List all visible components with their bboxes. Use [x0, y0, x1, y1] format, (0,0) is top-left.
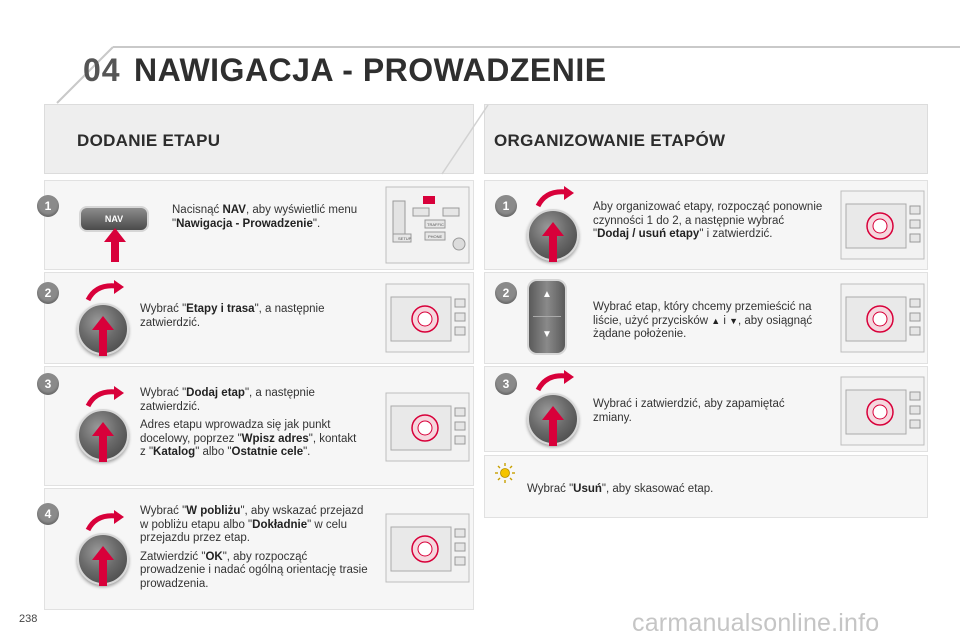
right-step-1-number: 1 [495, 195, 517, 217]
left-step-3-text: Wybrać "Dodaj etap", a następnie zatwier… [140, 387, 357, 458]
right-section-title: ORGANIZOWANIE ETAPÓW [494, 131, 726, 150]
left-step-1-number: 1 [37, 195, 59, 217]
up-arrow-icon: ▲ [711, 315, 721, 326]
section-divider-diagonal [441, 104, 489, 175]
press-arrow-icon [542, 222, 564, 262]
left-step-4-number: 4 [37, 503, 59, 525]
left-step-4-text: Wybrać "W pobliżu", aby wskazać przejazd… [140, 505, 368, 590]
left-step-2-number: 2 [37, 282, 59, 304]
tip-lightbulb-icon [495, 463, 515, 483]
right-step-2-number: 2 [495, 282, 517, 304]
header-rule-top [113, 46, 960, 48]
left-step-2-text: Wybrać "Etapy i trasa", a następnie zatw… [140, 303, 325, 329]
radio-setup-label: SETUP [398, 236, 412, 241]
up-down-buttons[interactable]: ▲ ▼ [527, 279, 567, 355]
radio-panel-illustration [385, 513, 470, 583]
rotate-arrow-icon [535, 186, 574, 208]
radio-traffic-label: TRAFFIC [427, 222, 444, 227]
right-tip-box [484, 455, 928, 518]
up-arrow-icon[interactable]: ▲ [542, 289, 552, 300]
rotate-arrow-icon [85, 386, 124, 408]
press-arrow-icon [92, 422, 114, 462]
press-arrow-icon [92, 546, 114, 586]
right-step-3-number: 3 [495, 373, 517, 395]
left-section-header [44, 104, 474, 174]
right-section-header [484, 104, 928, 174]
nav-button[interactable]: NAV [79, 206, 149, 232]
right-step-1-text: Aby organizować etapy, rozpocząć ponowni… [593, 201, 823, 240]
right-tip-text: Wybrać "Usuń", aby skasować etap. [527, 483, 714, 495]
left-section-title: DODANIE ETAPU [77, 131, 221, 150]
rotate-arrow-icon [535, 370, 574, 392]
rotate-arrow-icon [85, 280, 124, 302]
radio-panel-illustration: SETUP TRAFFIC PHONE [385, 186, 470, 264]
radio-panel-illustration [385, 283, 470, 353]
press-arrow-icon [104, 228, 126, 262]
right-step-2-text: Wybrać etap, który chcemy przemieścić na… [593, 301, 813, 340]
left-step-1-text: Nacisnąć NAV, aby wyświetlić menu "Nawig… [172, 204, 358, 230]
down-arrow-icon[interactable]: ▼ [542, 329, 552, 340]
press-arrow-icon [542, 406, 564, 446]
chapter-title: NAWIGACJA - PROWADZENIE [134, 52, 607, 88]
press-arrow-icon [92, 316, 114, 356]
rotate-arrow-icon [85, 510, 124, 532]
watermark: carmanualsonline.info [632, 609, 880, 637]
right-step-3-text: Wybrać i zatwierdzić, aby zapamiętać zmi… [593, 398, 785, 424]
radio-panel-illustration [840, 190, 925, 260]
radio-panel-illustration [840, 376, 925, 446]
left-step-3-number: 3 [37, 373, 59, 395]
page-number: 238 [19, 613, 38, 625]
header-rule-diagonal [56, 46, 114, 104]
chapter-number: 04 [83, 52, 121, 88]
down-arrow-icon: ▼ [729, 315, 739, 326]
radio-phone-label: PHONE [428, 234, 443, 239]
radio-panel-illustration [840, 283, 925, 353]
nav-button-label: NAV [104, 214, 124, 224]
radio-panel-illustration [385, 392, 470, 462]
